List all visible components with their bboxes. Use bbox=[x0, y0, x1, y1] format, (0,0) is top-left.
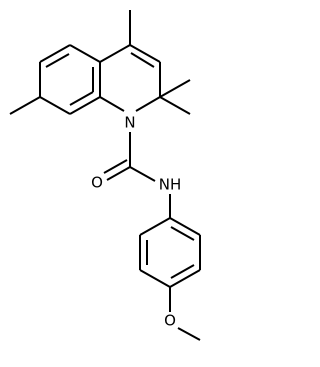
carbonyl-bond bbox=[106, 166, 131, 181]
bond bbox=[129, 166, 156, 182]
methyl-bond bbox=[9, 96, 41, 115]
atom-labels: N O NH O bbox=[91, 114, 181, 330]
bond bbox=[139, 217, 171, 236]
double-bond-inner bbox=[69, 91, 94, 106]
bond bbox=[135, 96, 161, 112]
ring-nitrogen-label: N bbox=[124, 114, 135, 132]
amide-nh-label: NH bbox=[159, 176, 182, 194]
molecule-structure: N O NH O bbox=[9, 10, 201, 341]
bond bbox=[129, 44, 161, 63]
double-bond-inner bbox=[130, 52, 155, 68]
bond bbox=[69, 44, 101, 63]
structure-diagram: N O NH O bbox=[9, 10, 201, 341]
bond bbox=[169, 217, 201, 236]
bond bbox=[99, 96, 125, 112]
double-bond-inner bbox=[170, 264, 195, 279]
carbonyl-oxygen-label: O bbox=[91, 174, 103, 192]
carbonyl-bond bbox=[103, 159, 128, 174]
bond bbox=[169, 269, 201, 288]
bond bbox=[39, 44, 71, 63]
bond bbox=[99, 44, 131, 63]
methyl-bond bbox=[177, 327, 201, 341]
double-bond-inner bbox=[45, 53, 70, 68]
methyl-bond bbox=[159, 79, 191, 98]
bonds bbox=[9, 10, 201, 341]
bond bbox=[69, 96, 101, 115]
bond bbox=[139, 269, 171, 288]
bond bbox=[39, 96, 71, 115]
double-bond-inner bbox=[170, 226, 195, 241]
methyl-bond bbox=[159, 96, 191, 115]
ether-oxygen-label: O bbox=[164, 312, 176, 330]
